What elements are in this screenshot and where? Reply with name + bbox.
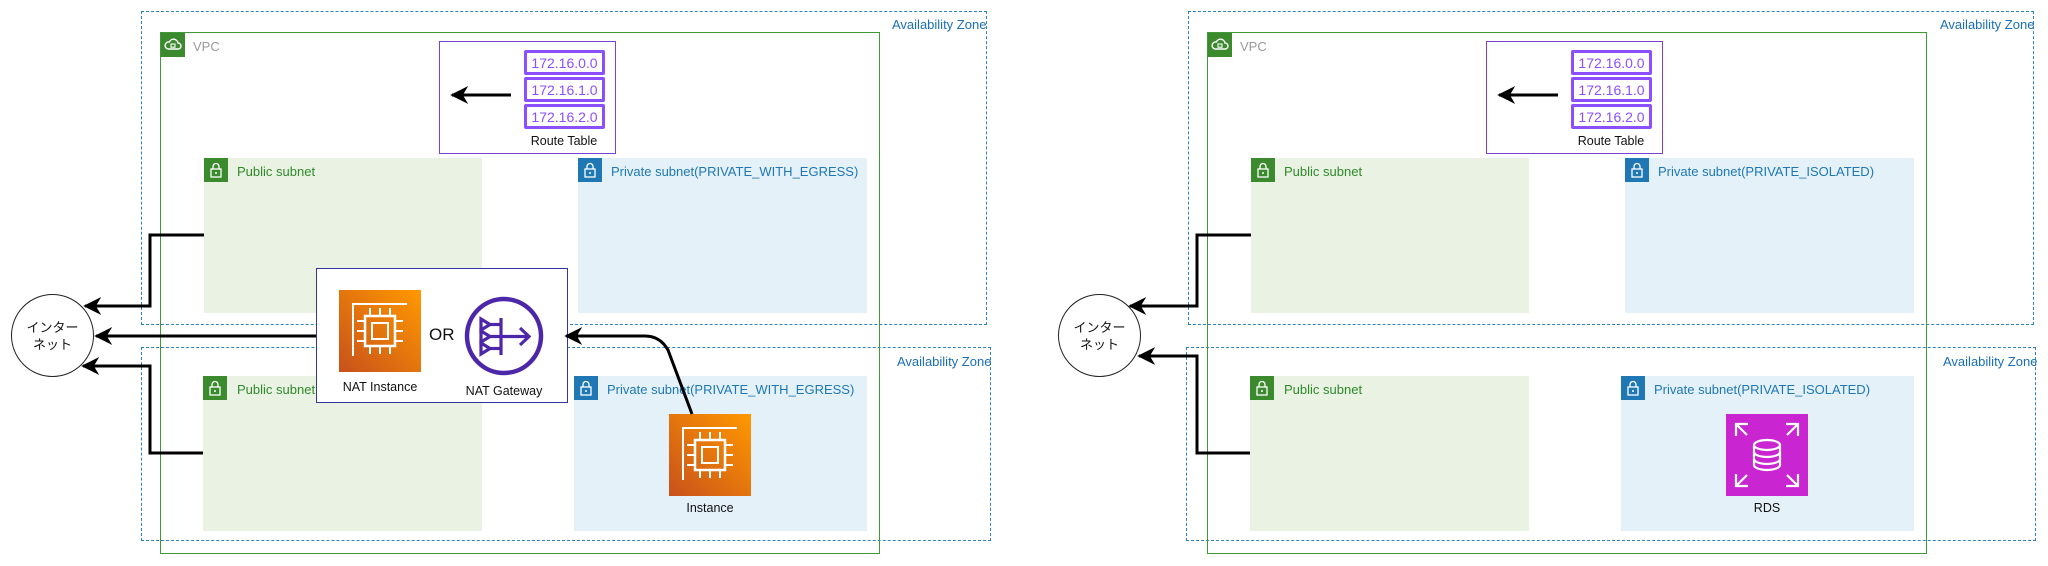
public-subnet-bottom (1250, 376, 1529, 531)
public-subnet-bottom-lock-icon (203, 376, 227, 400)
public-subnet-top-lock-icon (1251, 158, 1275, 182)
internet-node: インター ネット (1058, 294, 1141, 377)
private-subnet-top-label: Private subnet(PRIVATE_WITH_EGRESS) (611, 164, 859, 179)
private-subnet-top (1625, 158, 1914, 313)
public-subnet-top-label: Public subnet (1284, 164, 1363, 179)
instance-label: Instance (686, 501, 734, 515)
availability-zone-top-label: Availability Zone (1940, 17, 2035, 32)
nat-instance-label: NAT Instance (342, 380, 418, 394)
route-table-entry: 172.16.1.0 (524, 77, 605, 102)
vpc-cloud-icon (1208, 33, 1232, 57)
instance-ec2-icon (669, 414, 751, 496)
route-table-label: Route Table (1577, 134, 1645, 148)
public-subnet-bottom-label: Public subnet (237, 382, 316, 397)
public-subnet-bottom-lock-icon (1250, 376, 1274, 400)
private-subnet-bottom-lock-icon (1621, 376, 1645, 400)
nat-instance-ec2-icon (339, 290, 421, 372)
route-table-entry: 172.16.0.0 (1571, 50, 1652, 75)
rds-label: RDS (1753, 501, 1781, 515)
private-subnet-top-label: Private subnet(PRIVATE_ISOLATED) (1658, 164, 1875, 179)
availability-zone-bottom-label: Availability Zone (897, 354, 992, 369)
rds-database-icon (1726, 414, 1808, 496)
nat-gateway-icon (463, 295, 545, 377)
private-subnet-top (578, 158, 867, 313)
private-subnet-bottom-lock-icon (574, 376, 598, 400)
route-table-entry: 172.16.0.0 (524, 50, 605, 75)
route-table-entry: 172.16.2.0 (1571, 104, 1652, 129)
internet-node: インター ネット (11, 294, 94, 377)
route-table-entry: 172.16.1.0 (1571, 77, 1652, 102)
private-subnet-top-lock-icon (578, 158, 602, 182)
public-subnet-top (1251, 158, 1529, 313)
nat-gateway-label: NAT Gateway (465, 384, 543, 398)
vpc-label: VPC (1240, 39, 1267, 54)
public-subnet-bottom-label: Public subnet (1284, 382, 1363, 397)
route-table-entry: 172.16.2.0 (524, 104, 605, 129)
availability-zone-bottom-label: Availability Zone (1943, 354, 2038, 369)
route-table-label: Route Table (530, 134, 598, 148)
private-subnet-bottom-label: Private subnet(PRIVATE_ISOLATED) (1654, 382, 1871, 397)
private-subnet-bottom-label: Private subnet(PRIVATE_WITH_EGRESS) (607, 382, 855, 397)
availability-zone-top-label: Availability Zone (892, 17, 987, 32)
public-subnet-top-lock-icon (204, 158, 228, 182)
vpc-label: VPC (193, 39, 220, 54)
or-label: OR (429, 325, 455, 344)
vpc-cloud-icon (161, 33, 185, 57)
public-subnet-top-label: Public subnet (237, 164, 316, 179)
availability-zone-top (1188, 11, 2034, 325)
private-subnet-top-lock-icon (1625, 158, 1649, 182)
